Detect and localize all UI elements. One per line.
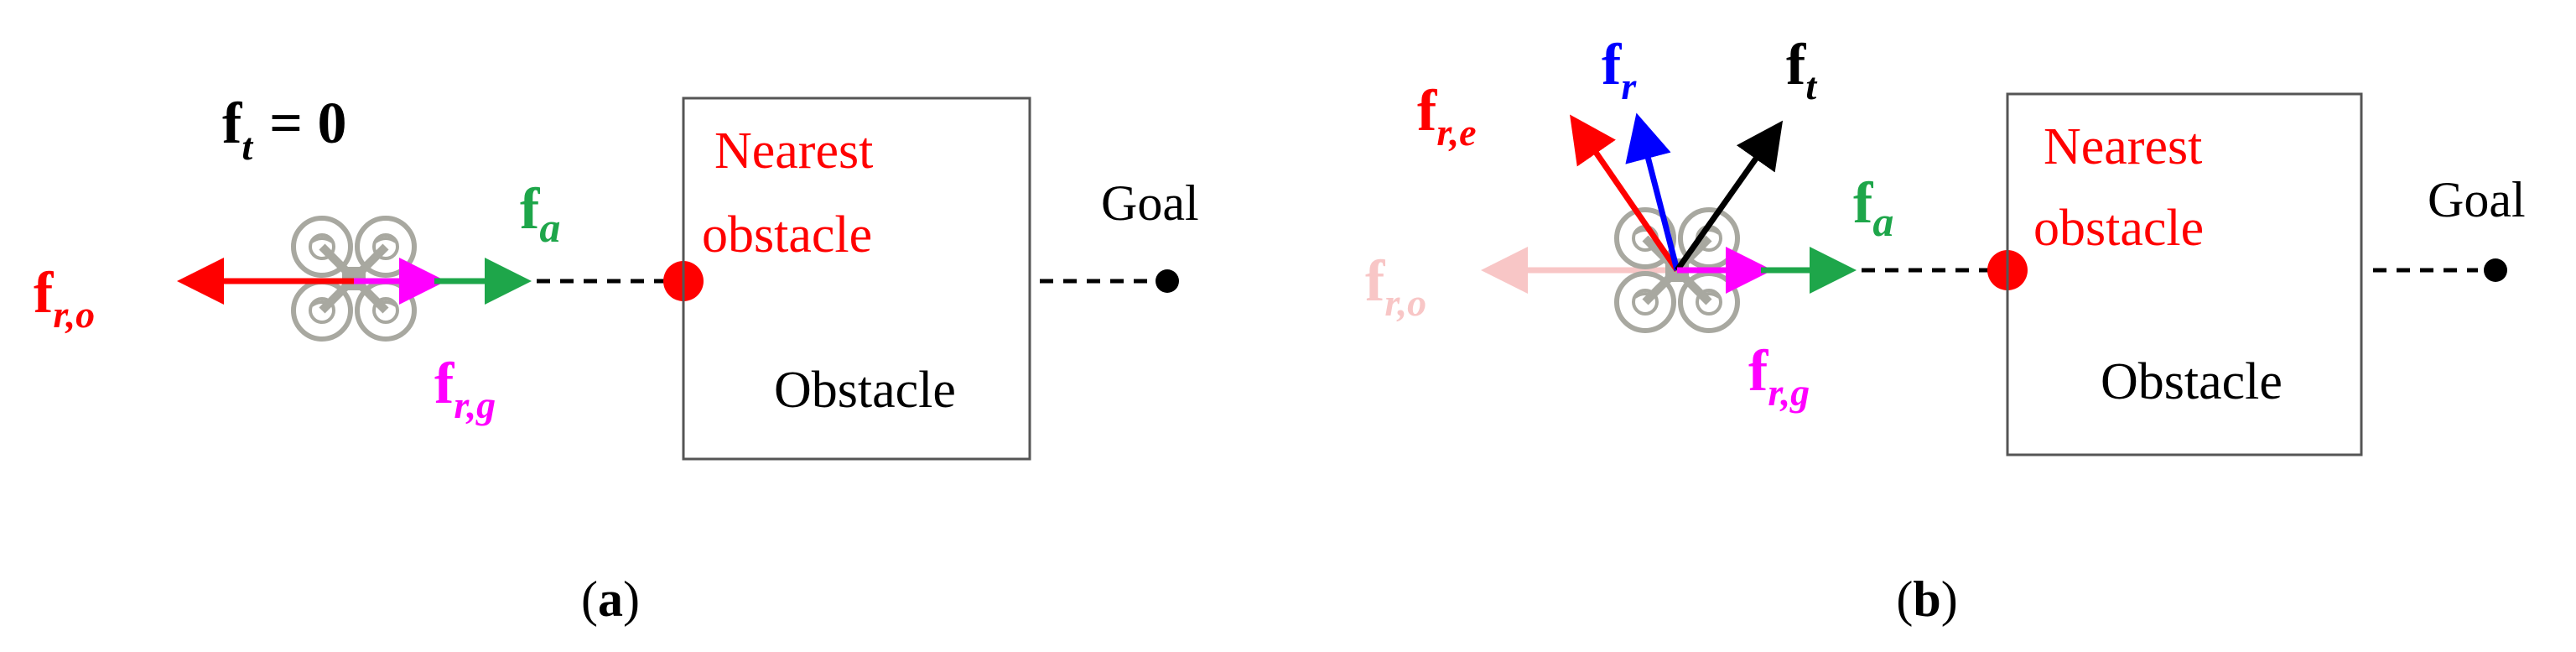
fre-label-b: fr,e: [1417, 79, 1477, 154]
obstacle-box-a: [682, 96, 1031, 461]
fa-label-a: fa: [520, 177, 560, 251]
arrow-fr-b: [1625, 112, 1680, 271]
arrow-ft-b: [1675, 120, 1784, 273]
ft-label-b: ft: [1786, 33, 1817, 107]
caption-b: (b): [1896, 571, 1958, 627]
panel-a: ft= 0 Nearest obstacle Obstacle Goal fa …: [34, 91, 1199, 461]
goal-point-a: [1156, 269, 1179, 293]
nearest-label-a-2: obstacle: [702, 206, 872, 263]
frg-label-b: fr,g: [1748, 339, 1810, 414]
fr-label-b: fr: [1602, 33, 1637, 107]
nearest-label-b-2: obstacle: [2033, 200, 2204, 257]
goal-label-b: Goal: [2428, 172, 2526, 227]
caption-a: (a): [581, 571, 640, 627]
goal-label-a: Goal: [1101, 175, 1199, 231]
nearest-label-b-1: Nearest: [2044, 118, 2202, 175]
fa-label-b: fa: [1853, 171, 1893, 245]
panel-b: Nearest obstacle Obstacle Goal fr,e fr f…: [1365, 33, 2526, 456]
obstacle-label-a: Obstacle: [774, 362, 956, 419]
nearest-label-a-1: Nearest: [714, 123, 873, 180]
frg-label-a: fr,g: [434, 352, 496, 426]
arrow-fre-b: [1570, 114, 1680, 272]
fro-label-a: fr,o: [34, 261, 95, 336]
goal-point-b: [2484, 258, 2507, 282]
obstacle-label-b: Obstacle: [2101, 353, 2283, 410]
ft-label-a: ft= 0: [222, 91, 346, 168]
obstacle-box-b: [2006, 92, 2363, 456]
fro-label-b: fr,o: [1365, 249, 1426, 324]
